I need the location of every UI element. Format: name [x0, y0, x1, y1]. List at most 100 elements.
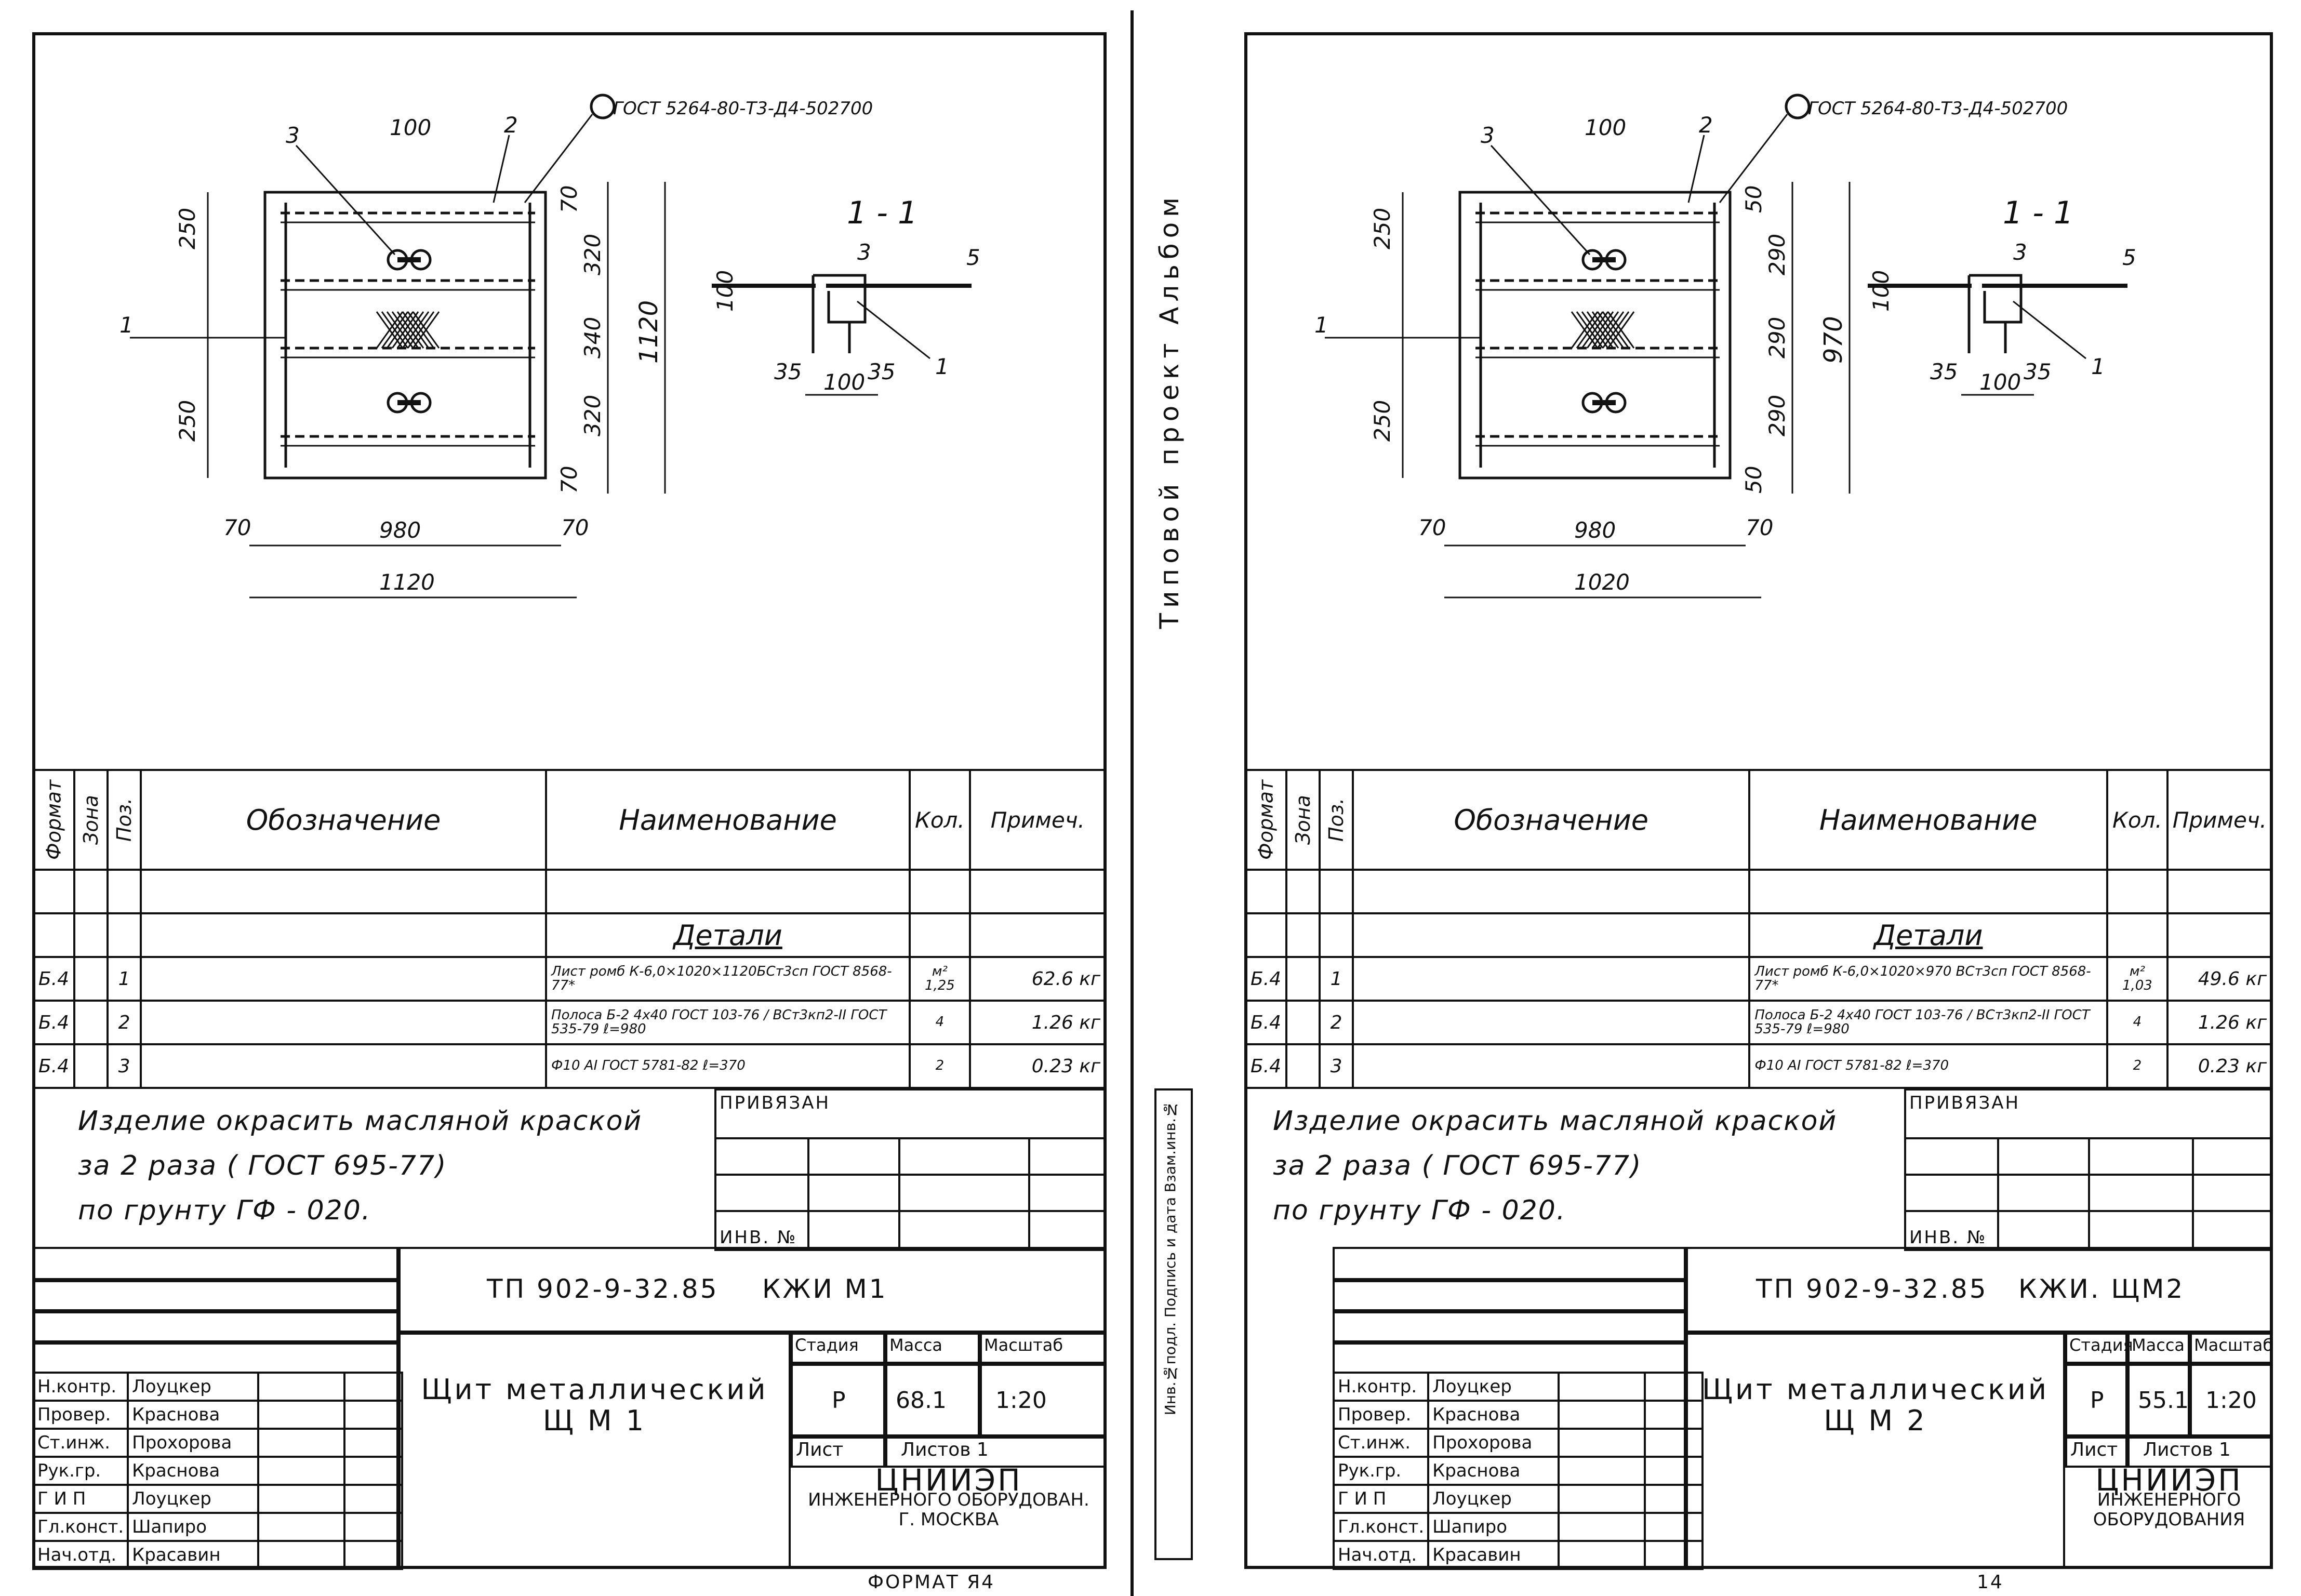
- staff-date: [343, 1372, 404, 1402]
- dim-left-margin: 70: [223, 515, 251, 540]
- header-note: Примеч.: [2166, 769, 2273, 871]
- spec-name: Полоса Б-2 4х40 ГОСТ 103-76 / ВСт3кп2-II…: [545, 1000, 911, 1045]
- section-label: 1 - 1: [847, 195, 917, 231]
- spec-note: 0.23 кг: [2166, 1043, 2273, 1089]
- spec-format: Б.4: [1244, 1000, 1288, 1045]
- dim-top-edge: 70: [556, 185, 582, 213]
- header-format: Формат: [1245, 770, 1287, 870]
- dim-250-b: 250: [1369, 400, 1395, 442]
- sheet-divider: [1130, 10, 1134, 1596]
- spec-note: 62.6 кг: [968, 956, 1107, 1002]
- spec-format: Б.4: [32, 1000, 76, 1045]
- section-dim-35-a: 35: [774, 359, 802, 384]
- staff-row: Ст.инж.Прохорова: [32, 1428, 404, 1458]
- plate-outline: [263, 191, 547, 480]
- hatch-line: [1607, 311, 1635, 349]
- dim-total-width: 1020: [1574, 569, 1630, 595]
- spec-cell: [2106, 869, 2169, 914]
- staff-signature: [257, 1512, 346, 1542]
- binding-title: ПРИВЯЗАН: [720, 1093, 831, 1113]
- product-mark: Щ М 1: [542, 1404, 647, 1437]
- pos-label-3: 3: [1481, 123, 1495, 148]
- section-dim-5: 5: [966, 245, 980, 270]
- plate-outline: [1458, 191, 1732, 480]
- staff-signature: [1558, 1512, 1646, 1542]
- staff-role: Г И П: [1332, 1484, 1430, 1514]
- spec-zone: [73, 1000, 109, 1045]
- dim-row-b: 320: [580, 395, 605, 436]
- dim-row-b: 290: [1764, 395, 1790, 436]
- sheet-footer: ФОРМАТ Я4: [868, 1572, 995, 1593]
- section-pos-3: 3: [857, 240, 871, 265]
- mass-label: Масса: [2132, 1335, 2185, 1355]
- inventory-number-label: ИНВ. №: [720, 1227, 797, 1248]
- staff-signature: [1558, 1372, 1646, 1402]
- spec-cell: [1352, 869, 1751, 914]
- hatch-line: [1581, 311, 1609, 349]
- staff-signature: [257, 1456, 346, 1486]
- sheet-footer: 14: [1977, 1572, 2004, 1593]
- header-designation: Обозначение: [140, 769, 548, 871]
- staff-rule: [32, 1309, 398, 1313]
- staff-signature: [1558, 1540, 1646, 1570]
- spec-note: 1.26 кг: [2166, 1000, 2273, 1045]
- staff-signature: [257, 1540, 346, 1570]
- spec-qty: 2: [909, 1043, 971, 1089]
- section-dim-35-a: 35: [1930, 359, 1958, 384]
- leader-line: [493, 135, 510, 203]
- section-label: 1 - 1: [2003, 195, 2073, 231]
- binding-rule: [2088, 1137, 2090, 1249]
- spec-pos: 2: [107, 1000, 142, 1045]
- staff-date: [1644, 1540, 1704, 1570]
- spec-blank-row: [1244, 869, 2273, 914]
- dim-top-edge: 50: [1741, 185, 1766, 213]
- spec-zone: [1285, 1043, 1321, 1089]
- dim-980: 980: [1574, 517, 1616, 543]
- spec-format: Б.4: [32, 1043, 76, 1089]
- staff-row: Рук.гр.Краснова: [1332, 1456, 1704, 1486]
- header-zone: Зона: [74, 770, 108, 870]
- staff-date: [1644, 1456, 1704, 1486]
- staff-date: [1644, 1372, 1704, 1402]
- mass-value: 68.1: [896, 1387, 947, 1414]
- spec-pos: 3: [1319, 1043, 1354, 1089]
- spec-format: Б.4: [1244, 1043, 1288, 1089]
- staff-role: Н.контр.: [32, 1372, 129, 1402]
- dim-100-top: 100: [390, 115, 431, 140]
- section-dim-100-w: 100: [823, 369, 865, 395]
- staff-role: Гл.конст.: [32, 1512, 129, 1542]
- product-name-cell: [1686, 1333, 2065, 1569]
- binding-rule: [898, 1137, 900, 1249]
- staff-role: Ст.инж.: [32, 1428, 129, 1458]
- hatch-line: [396, 311, 424, 349]
- staff-date: [1644, 1400, 1704, 1430]
- staff-row: Гл.конст.Шапиро: [1332, 1512, 1704, 1542]
- leader-line: [1687, 135, 1705, 203]
- staff-name: Краснова: [127, 1456, 260, 1486]
- spec-cell: [1285, 912, 1321, 958]
- section-dim-100-h: 100: [712, 270, 738, 312]
- staff-signature: [257, 1484, 346, 1514]
- staff-role: Нач.отд.: [1332, 1540, 1430, 1570]
- dim-250-a: 250: [1369, 208, 1395, 249]
- hatch-line: [376, 311, 404, 349]
- note-line: Изделие окрасить масляной краской: [78, 1106, 643, 1137]
- staff-rule: [32, 1340, 398, 1345]
- binding-box: ПРИВЯЗАН ИНВ. №: [714, 1088, 1106, 1251]
- staff-rule: [1333, 1340, 1686, 1345]
- spec-cell: [2166, 869, 2273, 914]
- binding-rule: [807, 1137, 809, 1249]
- sheet-label: Лист: [796, 1439, 844, 1460]
- staff-name: Краснова: [1427, 1456, 1560, 1486]
- gost-reference: ГОСТ 5264-80-Т3-Д4-502700: [1808, 98, 2068, 119]
- staff-signature: [1558, 1456, 1646, 1486]
- staff-signature: [257, 1400, 346, 1430]
- section-dim-35-b: 35: [868, 359, 895, 384]
- stage-value: Р: [832, 1387, 846, 1414]
- spec-cell: [2106, 912, 2169, 958]
- pos-label-2: 2: [1699, 112, 1713, 138]
